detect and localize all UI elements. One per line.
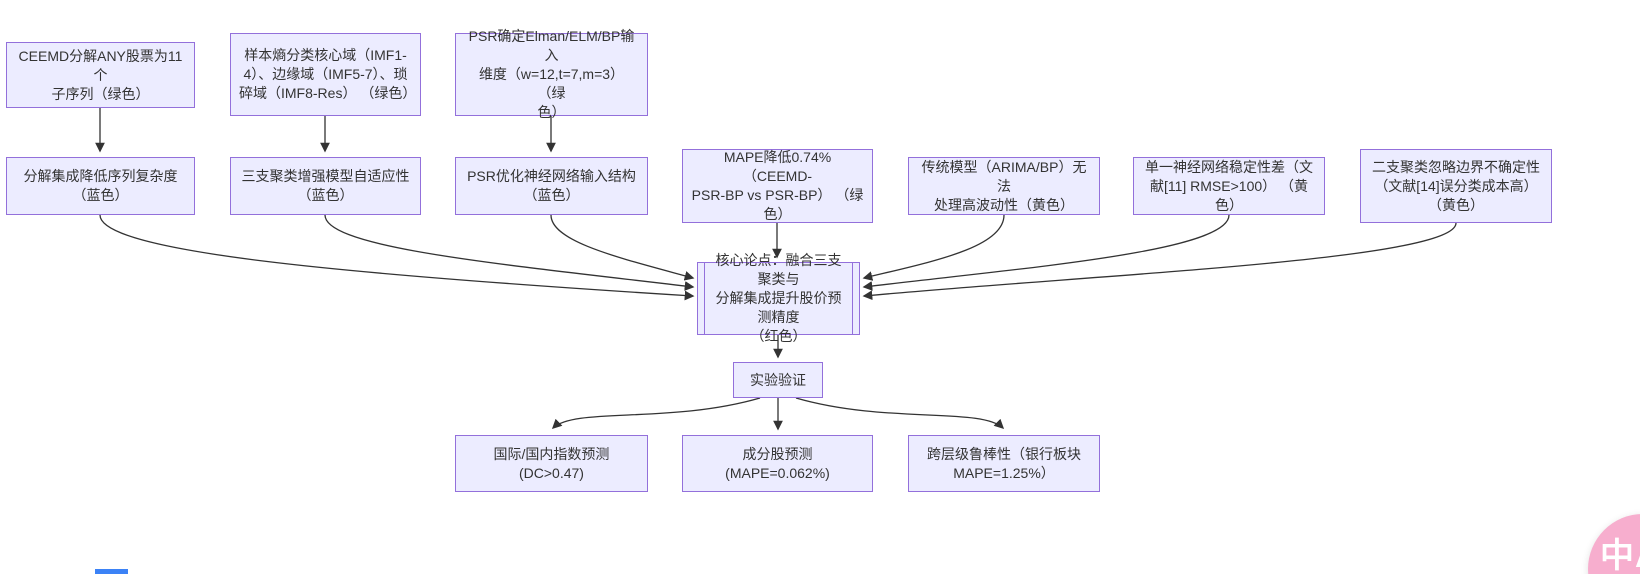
node-stock-pred-label: 成分股预测 (MAPE=0.062%)	[725, 445, 830, 481]
node-single-nn-label: 单一神经网络稳定性差（文 献[11] RMSE>100） （黄色）	[1145, 158, 1313, 213]
core-inner-border-left	[704, 263, 705, 334]
node-decomp: 分解集成降低序列复杂度 （蓝色）	[6, 157, 195, 215]
edge-decomp-to-core	[99, 214, 695, 301]
translate-icon: 中A	[1600, 537, 1640, 574]
node-two-way-label: 二支聚类忽略边界不确定性 （文献[14]误分类成本高） （黄色）	[1372, 158, 1540, 213]
node-entropy: 样本熵分类核心域（IMF1- 4）、边缘域（IMF5-7）、琐 碎域（IMF8-…	[230, 33, 421, 116]
edge-threeway-to-core	[324, 214, 695, 291]
node-three-way-label: 三支聚类增强模型自适应性 （蓝色）	[241, 168, 410, 203]
node-stock-pred: 成分股预测 (MAPE=0.062%)	[682, 435, 873, 492]
node-mape: MAPE降低0.74%（CEEMD- PSR-BP vs PSR-BP） （绿 …	[682, 149, 873, 223]
node-experiment-label: 实验验证	[750, 371, 806, 388]
edge-traditional-to-core	[862, 214, 1005, 281]
node-single-nn: 单一神经网络稳定性差（文 献[11] RMSE>100） （黄色）	[1133, 157, 1325, 215]
core-inner-border-right	[852, 263, 853, 334]
node-core-thesis: 核心论点：融合三支聚类与 分解集成提升股价预测精度 （红色）	[697, 252, 860, 344]
node-psr-input: PSR确定Elman/ELM/BP输入 维度（w=12,t=7,m=3） （绿 …	[455, 28, 648, 120]
node-ceemd-label: CEEMD分解ANY股票为11个 子序列（绿色）	[18, 47, 183, 102]
node-psr-opt-label: PSR优化神经网络输入结构 （蓝色）	[467, 168, 636, 203]
node-index-pred-label: 国际/国内指数预测 (DC>0.47)	[493, 445, 610, 481]
node-psr-opt: PSR优化神经网络输入结构 （蓝色）	[455, 157, 648, 215]
node-robustness-label: 跨层级鲁棒性（银行板块 MAPE=1.25%）	[927, 445, 1081, 481]
node-experiment: 实验验证	[733, 362, 823, 398]
bottom-blue-strip	[95, 569, 128, 574]
node-psr-input-label: PSR确定Elman/ELM/BP输入 维度（w=12,t=7,m=3） （绿 …	[468, 28, 635, 120]
node-three-way: 三支聚类增强模型自适应性 （蓝色）	[230, 157, 421, 215]
edge-experiment-to-index	[551, 397, 761, 430]
node-traditional: 传统模型（ARIMA/BP）无法 处理高波动性（黄色）	[908, 157, 1100, 215]
translate-button[interactable]: 中A	[1588, 514, 1640, 574]
node-two-way: 二支聚类忽略边界不确定性 （文献[14]误分类成本高） （黄色）	[1360, 149, 1552, 223]
edge-psropt-to-core	[550, 214, 695, 281]
node-mape-label: MAPE降低0.74%（CEEMD- PSR-BP vs PSR-BP） （绿 …	[691, 149, 864, 222]
node-core-thesis-label: 核心论点：融合三支聚类与 分解集成提升股价预测精度 （红色）	[715, 252, 842, 344]
node-entropy-label: 样本熵分类核心域（IMF1- 4）、边缘域（IMF5-7）、琐 碎域（IMF8-…	[239, 47, 417, 101]
node-traditional-label: 传统模型（ARIMA/BP）无法 处理高波动性（黄色）	[921, 158, 1087, 213]
node-index-pred: 国际/国内指数预测 (DC>0.47)	[455, 435, 648, 492]
node-robustness: 跨层级鲁棒性（银行板块 MAPE=1.25%）	[908, 435, 1100, 492]
edge-experiment-to-robustness	[795, 397, 1005, 430]
node-decomp-label: 分解集成降低序列复杂度 （蓝色）	[23, 168, 178, 203]
edge-twoway-to-core	[862, 222, 1457, 301]
edge-singlenn-to-core	[862, 214, 1230, 291]
node-ceemd: CEEMD分解ANY股票为11个 子序列（绿色）	[6, 42, 195, 108]
